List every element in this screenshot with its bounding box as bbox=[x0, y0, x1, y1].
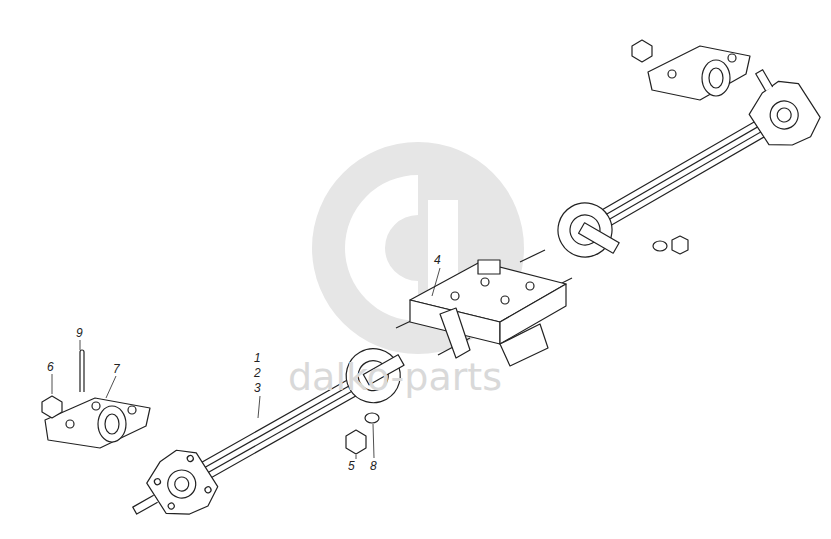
castle-nut bbox=[42, 396, 62, 418]
bolt-hole bbox=[526, 282, 534, 290]
bolt-hole bbox=[728, 54, 736, 62]
callout-number: 5 bbox=[348, 460, 355, 472]
rod-edge bbox=[604, 123, 764, 215]
pin-bracket bbox=[632, 40, 750, 100]
joint-socket bbox=[172, 474, 191, 493]
rod-edge bbox=[607, 128, 767, 221]
bracket-plate bbox=[648, 46, 750, 100]
bolt-hole bbox=[66, 420, 74, 428]
bolt-hole bbox=[451, 292, 459, 300]
bracket-boss bbox=[702, 60, 730, 96]
bracket-bore bbox=[105, 414, 119, 434]
ball-pin bbox=[579, 223, 620, 253]
bracket-lug bbox=[478, 260, 500, 274]
bolt-hole bbox=[668, 70, 676, 78]
callout-number: 2 bbox=[254, 367, 261, 379]
leader-line bbox=[258, 396, 260, 418]
nut bbox=[672, 236, 688, 254]
rod-head bbox=[742, 72, 826, 157]
bolt-hole bbox=[153, 478, 161, 486]
watermark-glyph bbox=[345, 175, 418, 321]
castle-nut bbox=[632, 40, 652, 62]
watermark-disc bbox=[312, 142, 524, 354]
cotter-pin bbox=[80, 350, 84, 392]
leader-line bbox=[373, 424, 374, 458]
callout-number: 3 bbox=[254, 382, 261, 394]
ball-pin bbox=[756, 70, 773, 91]
callout-number: 9 bbox=[76, 327, 83, 339]
callout-number: 8 bbox=[370, 460, 377, 472]
bracket-leg bbox=[440, 308, 470, 358]
joint-socket bbox=[775, 105, 794, 124]
ball-pin bbox=[133, 495, 158, 514]
leader-line bbox=[356, 455, 357, 459]
bracket-bore bbox=[709, 68, 723, 88]
callout-number: 4 bbox=[434, 254, 441, 266]
bracket-boss bbox=[98, 406, 126, 442]
bolt-hole bbox=[186, 454, 194, 462]
leader-line bbox=[80, 340, 81, 350]
rod-edge bbox=[202, 387, 359, 476]
rod-head bbox=[140, 441, 224, 526]
bolt-hole bbox=[481, 278, 489, 286]
watermark: dalko-parts bbox=[288, 358, 502, 396]
bolt-hole bbox=[501, 296, 509, 304]
leader-line bbox=[432, 268, 440, 296]
leader-line bbox=[52, 374, 53, 394]
callout-number: 6 bbox=[47, 361, 54, 373]
bolt-hole bbox=[92, 402, 100, 410]
callout-number: 7 bbox=[113, 363, 120, 375]
stud bbox=[520, 250, 545, 262]
rod-head bbox=[548, 193, 622, 267]
leader-line bbox=[106, 376, 116, 398]
joint-socket bbox=[163, 465, 201, 503]
washer bbox=[653, 241, 667, 251]
washer bbox=[365, 413, 379, 423]
bolt-hole bbox=[167, 502, 175, 510]
bolt-hole bbox=[204, 486, 212, 494]
bolt-hole bbox=[128, 406, 136, 414]
joint-socket bbox=[765, 96, 803, 134]
bracket-leg bbox=[500, 324, 548, 366]
central-bracket bbox=[396, 250, 572, 366]
rod-bar bbox=[601, 118, 770, 226]
nut bbox=[346, 430, 366, 454]
callout-number: 1 bbox=[254, 352, 261, 364]
